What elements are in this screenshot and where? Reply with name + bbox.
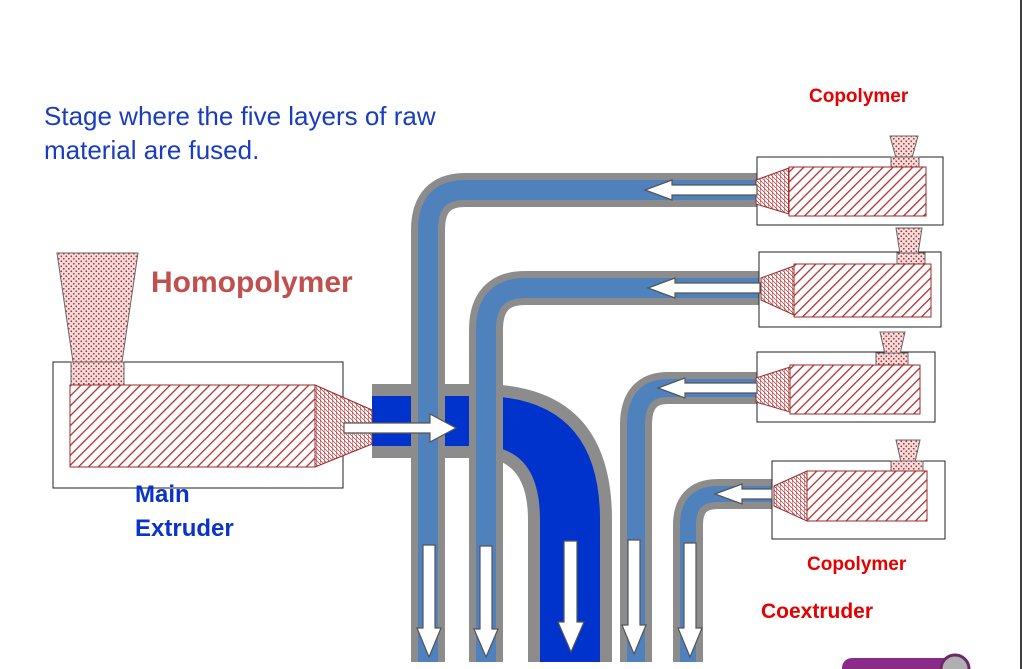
- main-hopper: [56, 252, 139, 363]
- arrow-down-4: [621, 539, 647, 656]
- main-extruder: [52, 252, 373, 489]
- arrow-left-4: [713, 483, 773, 505]
- copolymer-extruder-1: [755, 135, 944, 226]
- copolymer-extruder-4: [771, 439, 946, 540]
- arrow-right-main: [343, 412, 458, 444]
- arrow-left-1: [643, 179, 758, 201]
- copolymer-label-top: Copolymer: [809, 86, 909, 107]
- pipe-layer-4: [673, 479, 775, 662]
- pipe-layer-2: [469, 271, 762, 662]
- arrow-down-2: [473, 545, 499, 659]
- coextruder-label: Coextruder: [761, 600, 874, 623]
- homopolymer-label: Homopolymer: [151, 266, 353, 299]
- flow-arrows-left: [643, 179, 773, 505]
- pipe-layer-1: [411, 173, 760, 662]
- main-extruder-label: Main Extruder: [135, 481, 234, 542]
- copolymer-extruder-3: [755, 331, 936, 423]
- copolymer-extruder-2: [758, 227, 942, 328]
- arrow-down-1: [416, 544, 442, 659]
- copolymer-label-bottom: Copolymer: [807, 554, 907, 575]
- main-screw-barrel: [69, 384, 316, 468]
- flow-arrows-down: [416, 539, 703, 659]
- caption-text: Stage where the five layers of raw mater…: [44, 101, 436, 165]
- arrow-down-3: [557, 540, 585, 654]
- arrow-down-5: [677, 542, 703, 659]
- arrow-left-2: [646, 277, 761, 299]
- next-slide-button[interactable]: [842, 653, 971, 669]
- arrow-left-3: [656, 377, 758, 399]
